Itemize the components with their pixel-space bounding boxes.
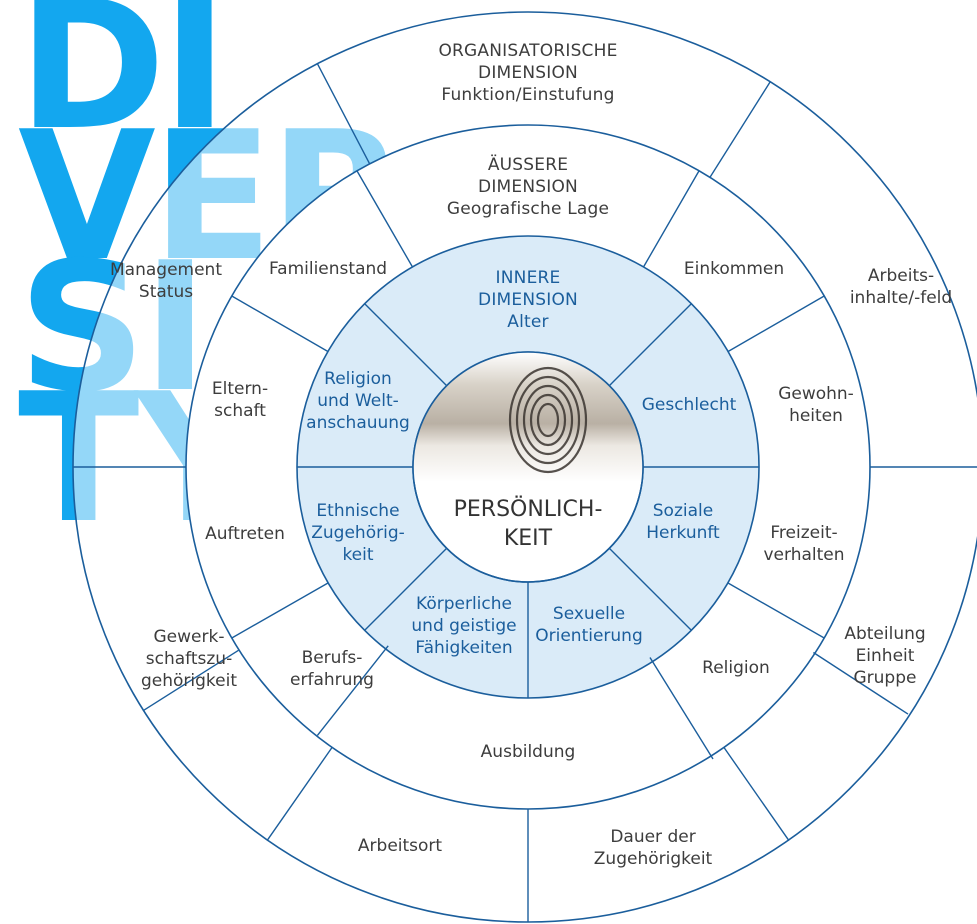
organisational-dimension-label: ORGANISATORISCHE DIMENSION Funktion/Eins… bbox=[438, 40, 617, 106]
label-line: schaft bbox=[214, 401, 266, 421]
label-line: gehörigkeit bbox=[140, 671, 238, 691]
label-line: Familienstand bbox=[268, 259, 388, 279]
fingerprint-icon bbox=[508, 366, 588, 474]
label-line: Zugehörigkeit bbox=[593, 849, 713, 869]
label-line: DIMENSION bbox=[478, 63, 578, 83]
segment-religion: Religion bbox=[702, 657, 770, 679]
label-line: Berufs- bbox=[301, 648, 363, 668]
label-line: Gewohn- bbox=[778, 384, 854, 404]
label-line: verhalten bbox=[763, 545, 845, 565]
segment-ausbildung: Ausbildung bbox=[481, 741, 576, 763]
segment-religion-weltanschauung: Religion und Welt- anschauung bbox=[306, 368, 410, 434]
segment-elternschaft: Eltern- schaft bbox=[212, 378, 268, 422]
segment-sexuelle-orientierung: Sexuelle Orientierung bbox=[535, 603, 643, 647]
segment-berufserfahrung: Berufs- erfahrung bbox=[290, 647, 374, 691]
label-line: Soziale bbox=[652, 501, 714, 521]
label-line: Gruppe bbox=[853, 668, 917, 688]
label-line: Fähigkeiten bbox=[415, 638, 513, 658]
label-line: Religion bbox=[702, 658, 770, 678]
outer-ring-dividers bbox=[73, 63, 977, 922]
label-line: Gewerk- bbox=[153, 627, 225, 647]
segment-abteilung-einheit-gruppe: Abteilung Einheit Gruppe bbox=[844, 623, 925, 689]
label-line: Körperliche bbox=[416, 594, 512, 614]
label-line: und geistige bbox=[411, 616, 517, 636]
outer-dimension-label: ÄUSSERE DIMENSION Geografische Lage bbox=[447, 154, 609, 220]
label-line: Geografische Lage bbox=[446, 199, 610, 219]
label-line: Status bbox=[138, 282, 194, 302]
center-label-persoenlichkeit: PERSÖNLICH- KEIT bbox=[454, 495, 603, 553]
label-line: Eltern- bbox=[211, 379, 269, 399]
label-line: keit bbox=[342, 545, 374, 565]
label-line: schaftszu- bbox=[145, 649, 233, 669]
label-line: Dauer der bbox=[610, 827, 696, 847]
segment-arbeitsinhalte-feld: Arbeits- inhalte/-feld bbox=[850, 265, 952, 309]
center-line: KEIT bbox=[503, 526, 553, 551]
segment-arbeitsort: Arbeitsort bbox=[358, 835, 442, 857]
label-line: Alter bbox=[507, 312, 549, 332]
segment-soziale-herkunft: Soziale Herkunft bbox=[646, 500, 719, 544]
label-line: DIMENSION bbox=[478, 290, 578, 310]
label-line: Arbeits- bbox=[867, 266, 935, 286]
label-line: Religion bbox=[324, 369, 392, 389]
label-line: DIMENSION bbox=[478, 177, 578, 197]
label-line: anschauung bbox=[306, 413, 410, 433]
segment-geschlecht: Geschlecht bbox=[642, 394, 737, 416]
label-line: Abteilung bbox=[844, 624, 926, 644]
segment-einkommen: Einkommen bbox=[684, 258, 784, 280]
segment-freizeitverhalten: Freizeit- verhalten bbox=[763, 522, 844, 566]
segment-familienstand: Familienstand bbox=[269, 258, 387, 280]
segment-gewerkschaftszugehoerigkeit: Gewerk- schaftszu- gehörigkeit bbox=[141, 626, 237, 692]
label-line: Freizeit- bbox=[770, 523, 838, 543]
label-line: heiten bbox=[789, 406, 843, 426]
segment-ethnische-zugehoerigkeit: Ethnische Zugehörig- keit bbox=[311, 500, 404, 566]
label-line: Management bbox=[110, 260, 222, 280]
label-line: ÄUSSERE bbox=[487, 155, 569, 175]
middle-ring-dividers bbox=[231, 170, 825, 760]
segment-dauer-der-zugehoerigkeit: Dauer der Zugehörigkeit bbox=[594, 826, 712, 870]
label-line: Herkunft bbox=[646, 523, 720, 543]
segment-auftreten: Auftreten bbox=[205, 523, 285, 545]
center-line: PERSÖNLICH- bbox=[453, 497, 603, 522]
label-line: Einkommen bbox=[683, 259, 785, 279]
label-line: Auftreten bbox=[205, 524, 285, 544]
label-line: Funktion/Einstufung bbox=[441, 85, 615, 105]
segment-gewohnheiten: Gewohn- heiten bbox=[778, 383, 854, 427]
segment-management-status: Management Status bbox=[110, 259, 222, 303]
label-line: Sexuelle bbox=[552, 604, 626, 624]
inner-dimension-label: INNERE DIMENSION Alter bbox=[478, 267, 578, 333]
label-line: Ethnische bbox=[316, 501, 400, 521]
segment-koerperliche-geistige-faehigkeiten: Körperliche und geistige Fähigkeiten bbox=[411, 593, 516, 659]
label-line: INNERE bbox=[495, 268, 561, 288]
label-line: Orientierung bbox=[535, 626, 643, 646]
background-word-line: DI bbox=[18, 0, 228, 169]
label-line: inhalte/-feld bbox=[849, 288, 953, 308]
label-line: Zugehörig- bbox=[311, 523, 405, 543]
label-line: Arbeitsort bbox=[357, 836, 443, 856]
label-line: Einheit bbox=[855, 646, 915, 666]
label-line: erfahrung bbox=[290, 670, 374, 690]
label-line: und Welt- bbox=[317, 391, 399, 411]
label-line: ORGANISATORISCHE bbox=[438, 41, 618, 61]
label-line: Ausbildung bbox=[480, 742, 576, 762]
label-line: Geschlecht bbox=[641, 395, 737, 415]
inner-ring-dividers bbox=[297, 303, 759, 698]
